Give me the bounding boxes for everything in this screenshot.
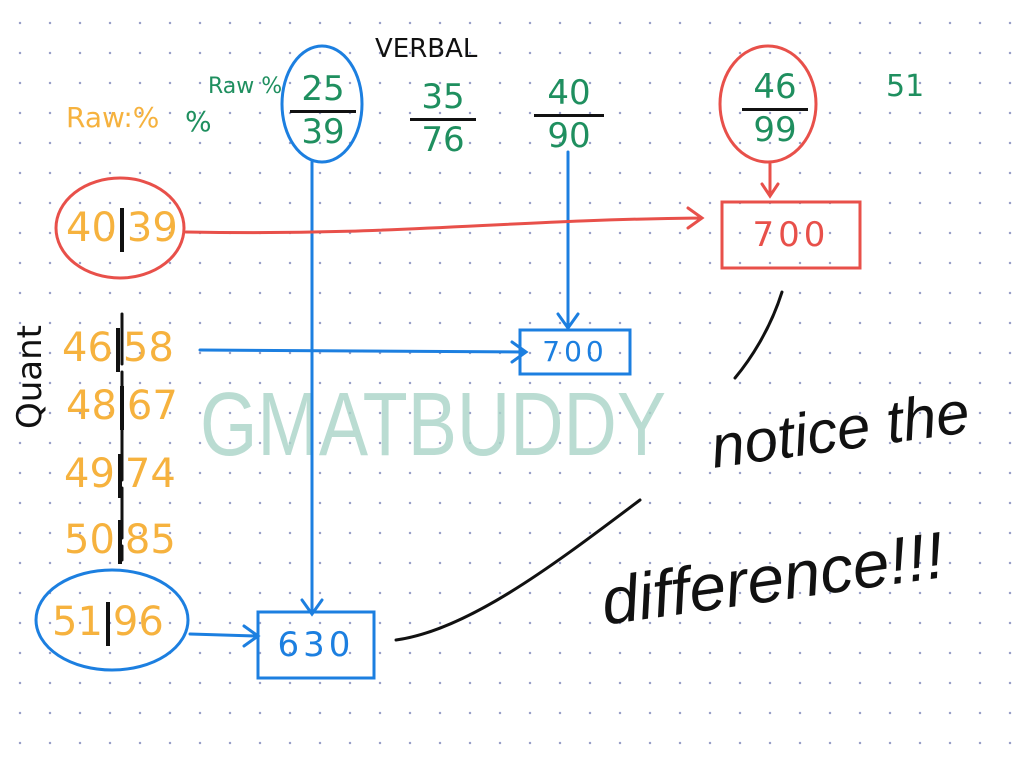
arrow-red-horizontal (184, 206, 705, 235)
box-red-700 (720, 200, 862, 270)
circle-quant-40 (54, 176, 186, 280)
circle-verbal-46 (718, 44, 818, 164)
arrow-red-vertical (760, 162, 780, 199)
score-blue-low: 630 (277, 625, 355, 665)
score-red: 700 (752, 215, 830, 255)
circle-quant-51 (34, 568, 190, 672)
verbal-header: VERBAL (375, 34, 478, 64)
arrow-blue-vertical-mid (556, 150, 580, 331)
watermark: GMATBUDDY (200, 375, 667, 475)
arrow-blue-horizontal-mid (198, 340, 529, 364)
connector-630 (394, 498, 642, 642)
raw-percent-verbal-label: Raw % (208, 74, 283, 99)
box-blue-630 (256, 610, 376, 680)
circle-verbal-25 (280, 44, 364, 164)
arrow-blue-horizontal-low (188, 624, 261, 648)
box-blue-700 (518, 328, 632, 376)
connector-700 (733, 290, 784, 380)
verbal-col-5: 51 (886, 69, 925, 104)
percent-sign: % (185, 105, 212, 138)
raw-percent-quant-label: Raw:% (66, 101, 160, 134)
arrow-blue-vertical-left (300, 160, 324, 617)
quant-header: Quant (10, 324, 51, 430)
score-blue-mid: 700 (542, 335, 608, 368)
